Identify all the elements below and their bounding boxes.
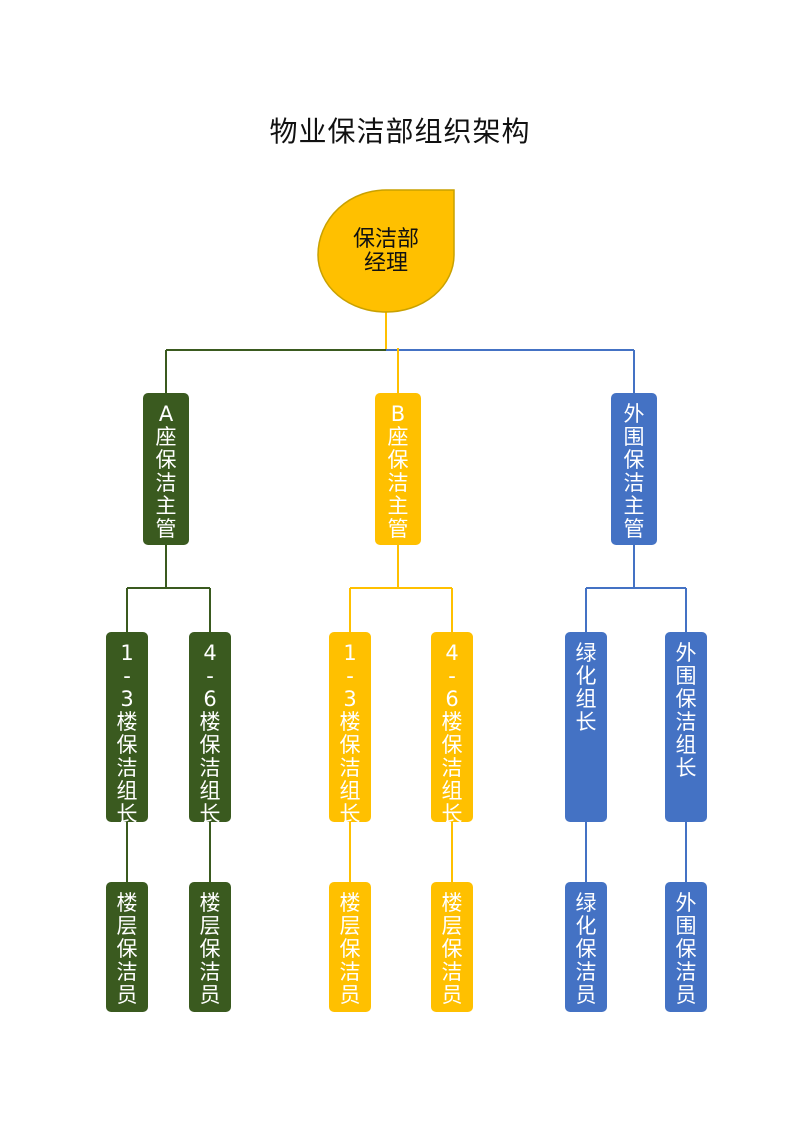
- leader-node-b1: [329, 632, 371, 822]
- staff-node-w2s: [665, 882, 707, 1012]
- root-node: [317, 189, 455, 313]
- leader-node-w1: [565, 632, 607, 822]
- staff-node-b2s: [431, 882, 473, 1012]
- supervisor-node-a: [143, 393, 189, 545]
- supervisor-node-b: [375, 393, 421, 545]
- leader-node-a2: [189, 632, 231, 822]
- staff-node-b1s: [329, 882, 371, 1012]
- nodes: [106, 189, 707, 1012]
- leader-node-b2: [431, 632, 473, 822]
- staff-node-w1s: [565, 882, 607, 1012]
- staff-node-a1s: [106, 882, 148, 1012]
- chart-title: 物业保洁部组织架构: [269, 115, 531, 148]
- leader-node-a1: [106, 632, 148, 822]
- connectors: [126, 312, 687, 882]
- leader-node-w2: [665, 632, 707, 822]
- supervisor-node-w: [611, 393, 657, 545]
- root-node-label: 保洁部经理: [352, 227, 419, 276]
- staff-node-a2s: [189, 882, 231, 1012]
